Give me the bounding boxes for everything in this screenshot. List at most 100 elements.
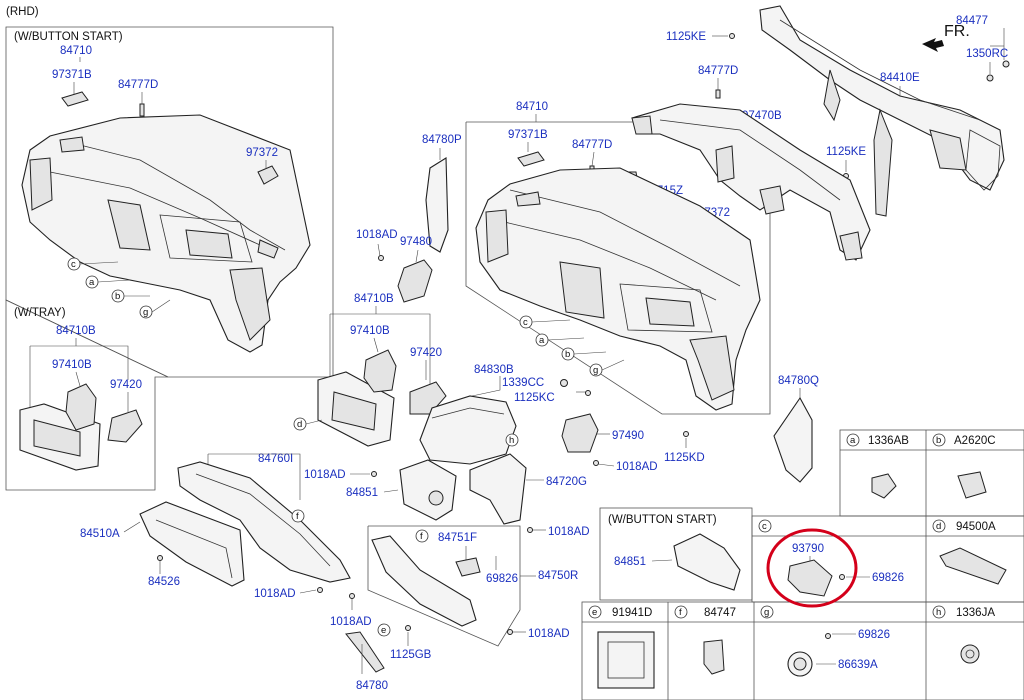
table-cell-g: g 69826 86639A — [760, 605, 890, 677]
callout-f-1: f — [291, 509, 305, 523]
part-label: 84851 — [346, 487, 378, 499]
part-label: 1018AD — [254, 588, 296, 600]
part-label: 84777D — [572, 139, 612, 151]
front-arrow: FR. — [922, 23, 970, 52]
part-label: 1339CC — [502, 377, 544, 389]
steering-cover-84851-b — [673, 533, 741, 591]
svg-text:f: f — [296, 511, 299, 522]
part-label: 97420 — [110, 379, 142, 391]
svg-text:c: c — [762, 521, 767, 532]
pin-84526-icon — [157, 555, 163, 561]
callout-b-2: b — [561, 347, 575, 361]
svg-text:g: g — [764, 607, 769, 618]
part-label: 1018AD — [616, 461, 658, 473]
table-cell-e: e 91941D — [588, 605, 655, 689]
bolt-1125KC-icon — [585, 390, 591, 396]
part-label: 97410B — [52, 359, 92, 371]
center-vent-b-icon — [363, 349, 397, 393]
tray-box-title: (W/TRAY) — [14, 307, 66, 319]
side-label: (RHD) — [6, 6, 39, 18]
part-label: 84780P — [422, 134, 462, 146]
svg-text:b: b — [115, 291, 120, 302]
part-label: 1018AD — [528, 628, 570, 640]
trim-84780-icon — [345, 631, 385, 673]
button-start-box-2-title: (W/BUTTON START) — [608, 514, 717, 526]
bolt-icon — [683, 431, 689, 437]
front-label: FR. — [944, 23, 970, 40]
highlight-circle — [766, 528, 858, 608]
part-label: 84780 — [356, 680, 388, 692]
part-label: 69826 — [858, 629, 890, 641]
callout-c-1: c — [67, 257, 81, 271]
part-label: 93790 — [792, 543, 824, 555]
cell-part-label: 91941D — [612, 607, 652, 619]
svg-text:f: f — [679, 607, 682, 618]
callout-h-1: h — [505, 433, 519, 447]
glove-box-upper — [177, 461, 351, 583]
bolt-icon — [349, 593, 355, 599]
plug-1336JA-icon — [960, 644, 980, 664]
callout-b-1: b — [111, 289, 125, 303]
tray-box: (W/TRAY) — [5, 299, 169, 491]
callout-g-2: g — [589, 363, 603, 377]
part-label: 84710B — [56, 325, 96, 337]
arrow-icon — [922, 38, 944, 52]
cell-part-label: 94500A — [956, 521, 996, 533]
part-label: 1018AD — [330, 616, 372, 628]
svg-text:h: h — [509, 435, 514, 446]
bolt-icon — [378, 255, 384, 261]
screw-icon — [139, 103, 145, 117]
part-label: 84751F — [438, 532, 477, 544]
side-grille-icon — [257, 165, 279, 185]
part-label: 1125KC — [514, 392, 555, 404]
vent-97490-icon — [561, 413, 599, 453]
part-label: 84777D — [698, 65, 738, 77]
lower-pad-84750R — [371, 535, 477, 627]
part-label: 1350RC — [966, 48, 1008, 60]
cover-84751F-icon — [455, 557, 481, 577]
callout-f-2: f — [415, 529, 429, 543]
lower-panel-84720G — [469, 453, 527, 525]
svg-text:a: a — [850, 435, 856, 446]
bolt-84477-icon — [1002, 60, 1010, 68]
bolt-icon — [527, 527, 533, 533]
callout-d: d — [293, 417, 307, 431]
part-label: 97372 — [246, 147, 278, 159]
callout-c-2: c — [519, 315, 533, 329]
side-cover-84780Q — [773, 396, 813, 483]
air-duct-97470B — [631, 103, 871, 261]
part-label: 1018AD — [356, 229, 398, 241]
part-label: 84780Q — [778, 375, 819, 387]
part-label: 1018AD — [304, 469, 346, 481]
callout-e-1: e — [377, 623, 391, 637]
svg-text:e: e — [381, 625, 386, 636]
switch-93790-icon — [787, 559, 833, 597]
part-label: 84777D — [118, 79, 158, 91]
part-label: 86639A — [838, 659, 878, 671]
table-cell-d: d 94500A — [932, 519, 1007, 585]
part-label: 84710B — [354, 293, 394, 305]
part-label: 84760I — [258, 453, 293, 465]
part-label: 69826 — [872, 572, 904, 584]
svg-text:g: g — [143, 307, 148, 318]
vent-97480-icon — [397, 259, 433, 303]
cowl-cross-bar — [759, 5, 1005, 217]
part-label: 1125KE — [826, 146, 866, 158]
part-label: 97371B — [508, 129, 548, 141]
table-cell-f: f 84747 — [674, 605, 736, 675]
table-cell-a: a 1336AB — [846, 433, 909, 499]
part-label: 97420 — [410, 347, 442, 359]
reference-table — [581, 429, 1024, 700]
table-cell-b: b A2620C — [932, 433, 996, 499]
cell-part-label: A2620C — [954, 435, 996, 447]
part-label: 84510A — [80, 528, 120, 540]
part-label: 97410B — [350, 325, 390, 337]
clip-1339CC-icon — [560, 379, 568, 387]
clip-1350RC-icon — [986, 74, 994, 82]
pad-91941D-icon — [597, 631, 655, 689]
bolt-icon — [593, 460, 599, 466]
part-label: 1125KD — [664, 452, 705, 464]
cell-part-label: 1336AB — [868, 435, 909, 447]
steering-cover-84851 — [399, 459, 457, 521]
